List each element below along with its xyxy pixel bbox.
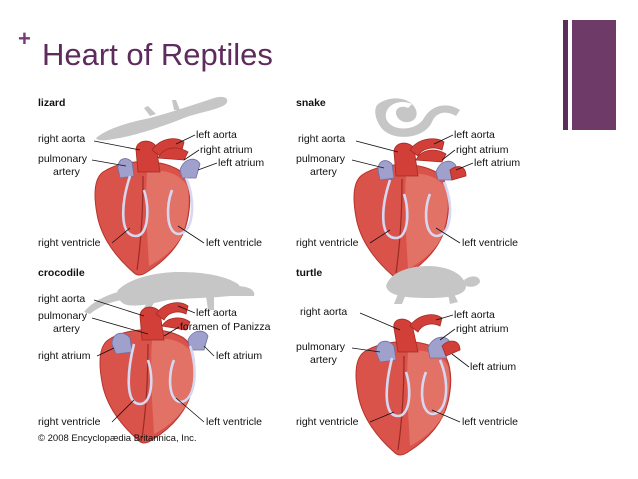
label-right-ventricle: right ventricle (38, 416, 101, 428)
panel-title-turtle: turtle (296, 267, 322, 279)
label-left-ventricle: left ventricle (462, 237, 518, 249)
label-right-atrium: right atrium (456, 144, 509, 156)
label-right-atrium: right atrium (38, 350, 91, 362)
label-artery: artery (310, 166, 338, 178)
label-right-atrium: right atrium (456, 323, 509, 335)
panel-crocodile: crocodile right aorta pulmonary artery (38, 267, 271, 444)
turtle-labels: right aorta left aorta right atrium pulm… (296, 306, 518, 428)
snake-tubes (381, 179, 452, 240)
label-left-aorta: left aorta (454, 129, 495, 141)
label-left-aorta: left aorta (196, 129, 237, 141)
accent-bar-thin (563, 20, 568, 130)
label-right-aorta: right aorta (38, 293, 85, 305)
lizard-labels: right aorta pulmonary artery left aorta … (38, 129, 264, 249)
label-left-ventricle: left ventricle (206, 416, 262, 428)
lizard-tubes (121, 175, 194, 238)
turtle-tubes (385, 357, 448, 418)
label-pulmonary: pulmonary (38, 310, 88, 322)
copyright-notice: © 2008 Encyclopædia Britannica, Inc. (38, 433, 197, 444)
crocodile-labels: right aorta pulmonary artery left aorta … (38, 293, 271, 428)
bullet-plus: + (18, 26, 31, 51)
label-left-ventricle: left ventricle (462, 416, 518, 428)
label-left-atrium: left atrium (474, 157, 520, 169)
panel-snake: snake right aorta pulmonary artery left … (296, 97, 520, 279)
label-pulmonary: pulmonary (296, 153, 346, 165)
panel-title-snake: snake (296, 97, 326, 109)
slide-title: Heart of Reptiles (42, 37, 273, 72)
panel-title-lizard: lizard (38, 97, 65, 109)
panel-turtle: turtle right aorta left aorta right atr (296, 266, 518, 456)
label-right-aorta: right aorta (38, 133, 85, 145)
label-right-ventricle: right ventricle (38, 237, 101, 249)
label-right-atrium: right atrium (200, 144, 253, 156)
panel-title-crocodile: crocodile (38, 267, 85, 279)
label-left-ventricle: left ventricle (206, 237, 262, 249)
lizard-heart (94, 160, 191, 276)
label-left-atrium: left atrium (218, 157, 264, 169)
label-left-atrium: left atrium (216, 350, 262, 362)
label-pulmonary: pulmonary (296, 341, 346, 353)
lizard-vessels (117, 138, 201, 179)
crocodile-tubes (127, 343, 196, 406)
label-left-aorta: left aorta (196, 307, 237, 319)
label-foramen-of-panizza: foramen of Panizza (180, 321, 271, 333)
snake-labels: right aorta pulmonary artery left aorta … (296, 129, 520, 249)
snake-heart (353, 163, 450, 279)
label-right-aorta: right aorta (300, 306, 347, 318)
turtle-vessels (375, 314, 461, 363)
label-right-ventricle: right ventricle (296, 416, 359, 428)
snake-silhouette (375, 98, 460, 137)
label-artery: artery (53, 166, 81, 178)
lizard-silhouette (96, 96, 228, 141)
crocodile-vessels (111, 302, 209, 355)
label-pulmonary: pulmonary (38, 153, 88, 165)
accent-bar-wide (572, 20, 616, 130)
turtle-heart (355, 340, 452, 456)
panel-lizard: lizard right aorta pulmonary artery left (38, 96, 264, 276)
label-artery: artery (310, 354, 338, 366)
label-left-aorta: left aorta (454, 309, 495, 321)
label-right-ventricle: right ventricle (296, 237, 359, 249)
label-artery: artery (53, 323, 81, 335)
turtle-silhouette (386, 266, 480, 304)
label-left-atrium: left atrium (470, 361, 516, 373)
label-right-aorta: right aorta (298, 133, 345, 145)
